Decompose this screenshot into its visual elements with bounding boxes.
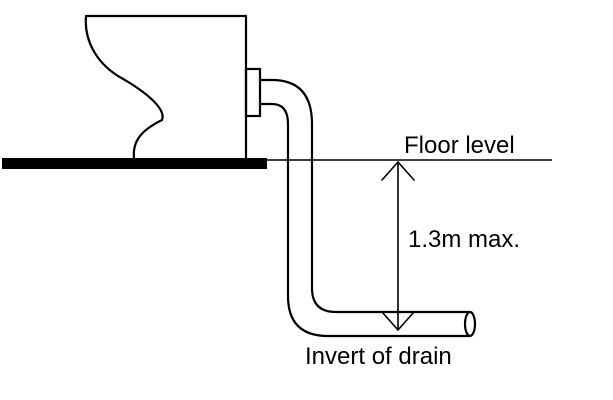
dimension-arrow bbox=[381, 161, 415, 331]
dimension-label: 1.3m max. bbox=[408, 226, 520, 253]
drain-pipe bbox=[260, 78, 477, 338]
toilet-pan bbox=[84, 14, 248, 160]
arrowhead-bottom bbox=[381, 311, 415, 331]
invert-of-drain-label: Invert of drain bbox=[305, 343, 452, 370]
toilet-pan-outline bbox=[84, 14, 248, 160]
drain-pipe-outer-wall bbox=[260, 78, 470, 314]
outlet-collar bbox=[244, 67, 262, 118]
arrowhead-top bbox=[381, 161, 415, 181]
floor-slab bbox=[2, 158, 267, 169]
floor-level-label: Floor level bbox=[404, 132, 515, 159]
drain-pipe-inner-wall bbox=[260, 102, 470, 338]
drain-pipe-end bbox=[463, 310, 477, 338]
